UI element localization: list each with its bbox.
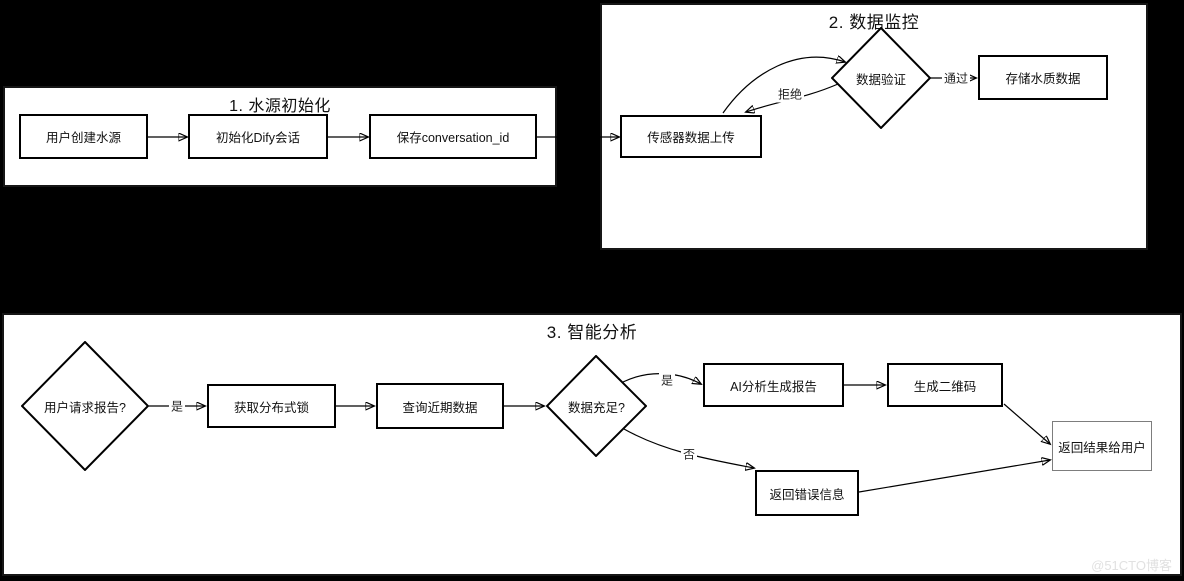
node-get-lock-label: 获取分布式锁 [233, 400, 309, 415]
node-return-result: 返回结果给用户 [1052, 421, 1152, 471]
node-init-dify: 初始化Dify会话 [188, 114, 328, 159]
node-sensor-upload-label: 传感器数据上传 [647, 131, 735, 145]
panel-init-title: 1. 水源初始化 [229, 98, 331, 115]
panel-monitor-title: 2. 数据监控 [828, 13, 920, 32]
node-query-data-label: 查询近期数据 [402, 400, 478, 415]
node-create-source: 用户创建水源 [19, 114, 148, 159]
node-gen-qr-label: 生成二维码 [913, 379, 977, 394]
node-ai-report-label: AI分析生成报告 [730, 379, 817, 394]
node-init-dify-label: 初始化Dify会话 [215, 131, 301, 145]
node-data-validate: 数据验证 [831, 27, 931, 129]
node-store-data: 存储水质数据 [978, 55, 1108, 100]
node-store-data-label: 存储水质数据 [1005, 72, 1081, 86]
edge-label-no: 否 [680, 445, 698, 463]
diamond-shape [21, 341, 149, 471]
diamond-shape [546, 355, 647, 457]
node-return-error-label: 返回错误信息 [769, 487, 845, 502]
edge-label-yes-enough: 是 [658, 371, 676, 389]
node-user-request: 用户请求报告? [21, 341, 149, 471]
node-save-conversation-id-label: 保存conversation_id [396, 131, 510, 145]
panel-analysis-title: 3. 智能分析 [546, 323, 638, 342]
node-data-enough-label: 数据充足? [568, 400, 625, 415]
node-gen-qr: 生成二维码 [887, 363, 1003, 407]
node-save-conversation-id: 保存conversation_id [369, 114, 537, 159]
node-user-request-label: 用户请求报告? [44, 400, 126, 415]
node-get-lock: 获取分布式锁 [207, 384, 336, 428]
node-create-source-label: 用户创建水源 [45, 131, 121, 145]
edge-label-reject: 拒绝 [775, 85, 805, 103]
node-data-validate-label: 数据验证 [855, 72, 906, 87]
diamond-shape [831, 27, 931, 129]
node-ai-report: AI分析生成报告 [703, 363, 844, 407]
node-query-data: 查询近期数据 [376, 383, 504, 429]
node-sensor-upload: 传感器数据上传 [620, 115, 762, 158]
node-data-enough: 数据充足? [546, 355, 647, 457]
node-return-result-label: 返回结果给用户 [1058, 440, 1146, 455]
edge-label-yes-request: 是 [168, 397, 186, 415]
edge-label-pass: 通过 [941, 69, 971, 87]
node-return-error: 返回错误信息 [755, 470, 859, 516]
watermark: @51CTO博客 [1091, 558, 1172, 573]
